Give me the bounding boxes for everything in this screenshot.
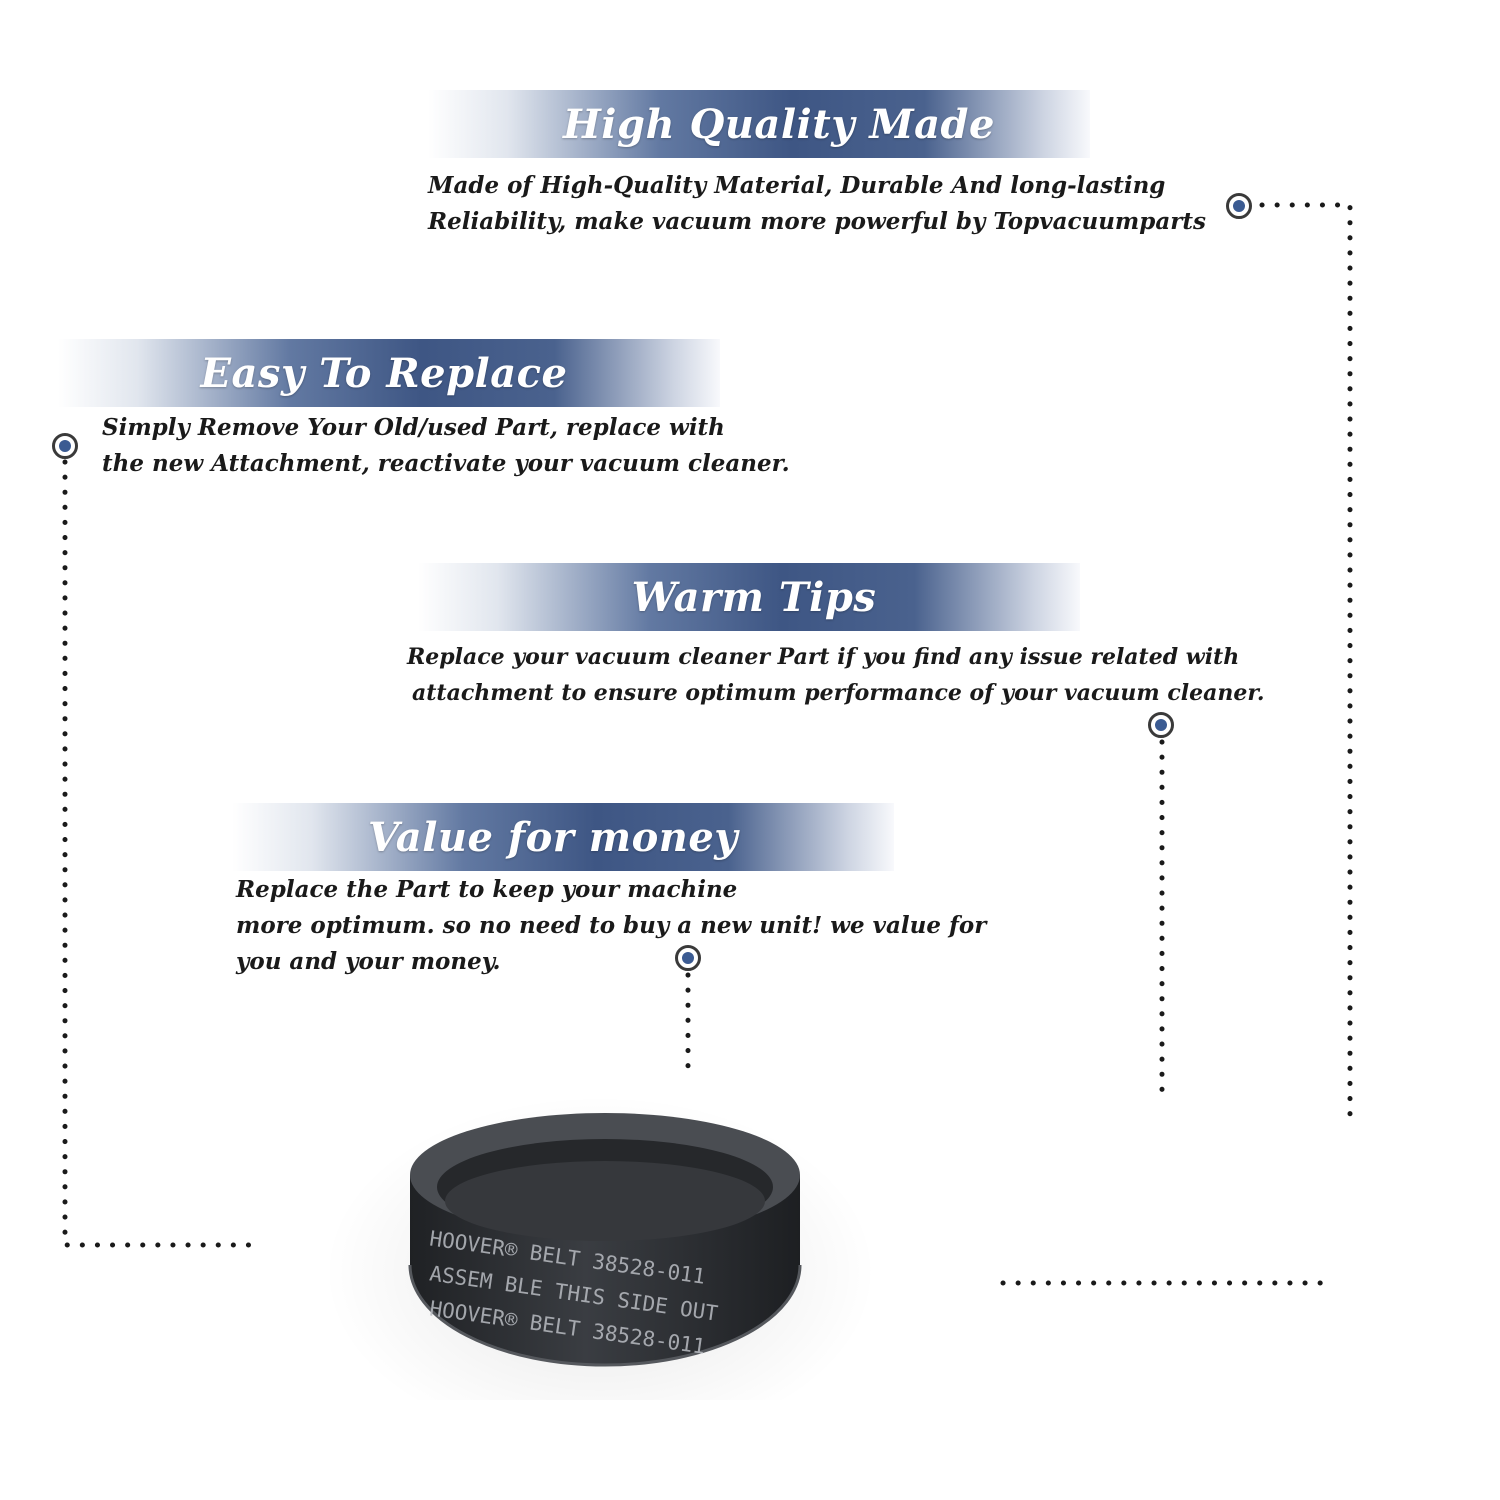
banner-warm-tips: Warm Tips xyxy=(418,563,1080,631)
section-description: Made of High-Quality Material, Durable A… xyxy=(428,172,1206,235)
section-title: Warm Tips xyxy=(631,573,877,621)
marker-icon xyxy=(1148,712,1174,738)
marker-icon xyxy=(675,945,701,971)
banner-value-money: Value for money xyxy=(232,803,894,871)
marker-icon xyxy=(1226,193,1252,219)
section-description: Replace the Part to keep your machine mo… xyxy=(236,876,987,975)
section-title: Easy To Replace xyxy=(200,349,568,397)
section-description: Replace your vacuum cleaner Part if you … xyxy=(407,644,1265,706)
banner-easy-replace: Easy To Replace xyxy=(58,339,720,407)
connector-high-quality xyxy=(1259,202,1353,1125)
vacuum-belt-image: HOOVER® BELT 38528-011 ASSEM BLE THIS SI… xyxy=(408,1113,802,1367)
connector-easy-replace xyxy=(62,459,265,1248)
section-title: High Quality Made xyxy=(563,100,995,148)
marker-icon xyxy=(52,433,78,459)
section-description: Simply Remove Your Old/used Part, replac… xyxy=(102,414,790,477)
banner-high-quality: High Quality Made xyxy=(428,90,1090,158)
section-title: Value for money xyxy=(367,813,739,861)
